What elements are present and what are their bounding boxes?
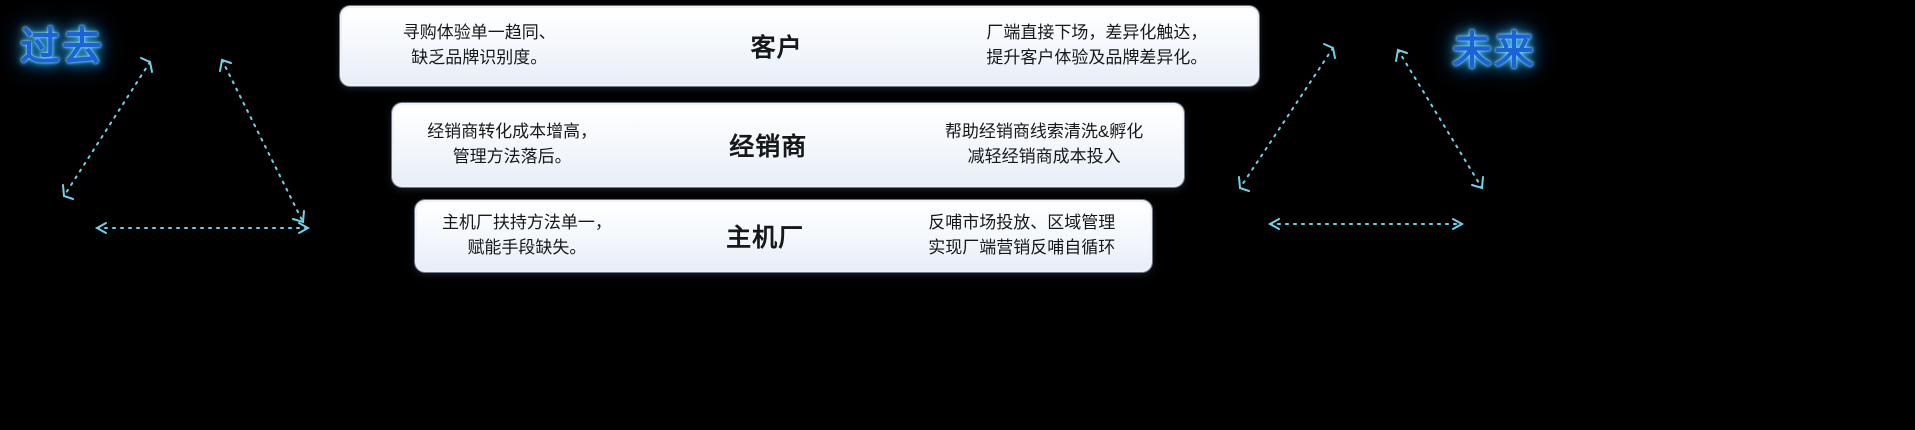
- customer-problem-text: 寻购体验单一趋同、 缺乏品牌识别度。: [402, 23, 556, 67]
- past-triangle-arrows-icon: [62, 57, 311, 234]
- future-triangle-arrows-icon: [1238, 43, 1484, 230]
- past-label: 过去: [20, 25, 104, 69]
- dealer-problem-text: 经销商转化成本增高， 管理方法落后。: [427, 122, 598, 166]
- oem-problem-text: 主机厂扶持方法单一， 赋能手段缺失。: [441, 213, 612, 257]
- row-oem: 主机厂扶持方法单一， 赋能手段缺失。 主机厂 反哺市场投放、区域管理 实现厂端营…: [415, 200, 1152, 272]
- customer-solution-text: 厂端直接下场，差异化触达， 提升客户体验及品牌差异化。: [986, 23, 1208, 67]
- dealer-role-label: 经销商: [729, 133, 808, 161]
- dealer-solution-text: 帮助经销商线索清洗&孵化 减轻经销商成本投入: [944, 122, 1144, 166]
- row-dealer: 经销商转化成本增高， 管理方法落后。 经销商 帮助经销商线索清洗&孵化 减轻经销…: [392, 103, 1184, 187]
- oem-role-label: 主机厂: [726, 224, 805, 252]
- double-arrow-icon: [62, 57, 153, 200]
- double-arrow-icon: [1238, 43, 1336, 192]
- future-label: 未来: [1452, 29, 1536, 73]
- oem-solution-text: 反哺市场投放、区域管理 实现厂端营销反哺自循环: [928, 213, 1116, 257]
- double-arrow-icon: [1395, 48, 1484, 190]
- row-customer: 寻购体验单一趋同、 缺乏品牌识别度。 客户 厂端直接下场，差异化触达， 提升客户…: [340, 6, 1259, 86]
- double-arrow-icon: [1267, 218, 1465, 230]
- customer-role-label: 客户: [750, 34, 803, 62]
- double-arrow-icon: [219, 58, 305, 224]
- double-arrow-icon: [94, 222, 311, 234]
